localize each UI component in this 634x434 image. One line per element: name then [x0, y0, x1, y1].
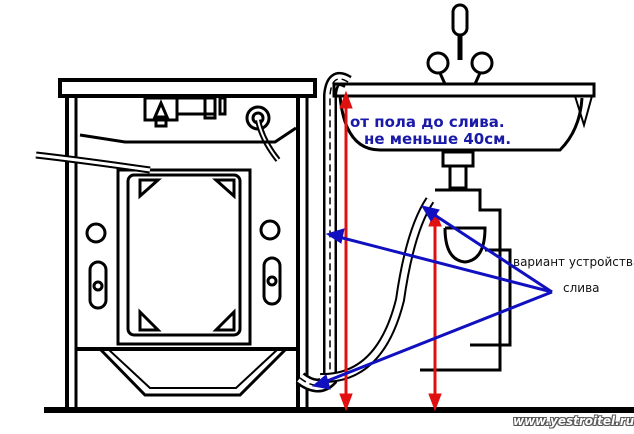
watermark: www.yestroitel.ru [513, 414, 634, 428]
pointer-arrow-bottom [321, 290, 553, 385]
sink [332, 3, 596, 372]
height-label-line2: не меньше 40см. [364, 130, 512, 148]
floor-line [44, 407, 634, 413]
arrow-head-down [339, 393, 353, 412]
faucet-valve-right [470, 51, 494, 75]
washing-machine [35, 78, 317, 407]
drum-door [116, 168, 252, 346]
variant-label-line2: слива [563, 281, 600, 295]
arrow-head-up [339, 90, 353, 109]
pointer-arrow-hose [334, 234, 553, 294]
variant-label-line1: вариант устройства [513, 255, 634, 269]
drain-hose [295, 72, 435, 393]
faucet-handle [451, 3, 469, 37]
siphon [441, 150, 475, 168]
machine-top-panel [58, 78, 317, 98]
faucet-valve-left [426, 51, 450, 75]
pointer-arrows [311, 205, 553, 390]
pointer-arrow-siphon [429, 210, 553, 294]
left-knob [88, 260, 108, 310]
height-label-line1: от пола до слива. [350, 113, 505, 131]
right-knob [262, 256, 282, 306]
